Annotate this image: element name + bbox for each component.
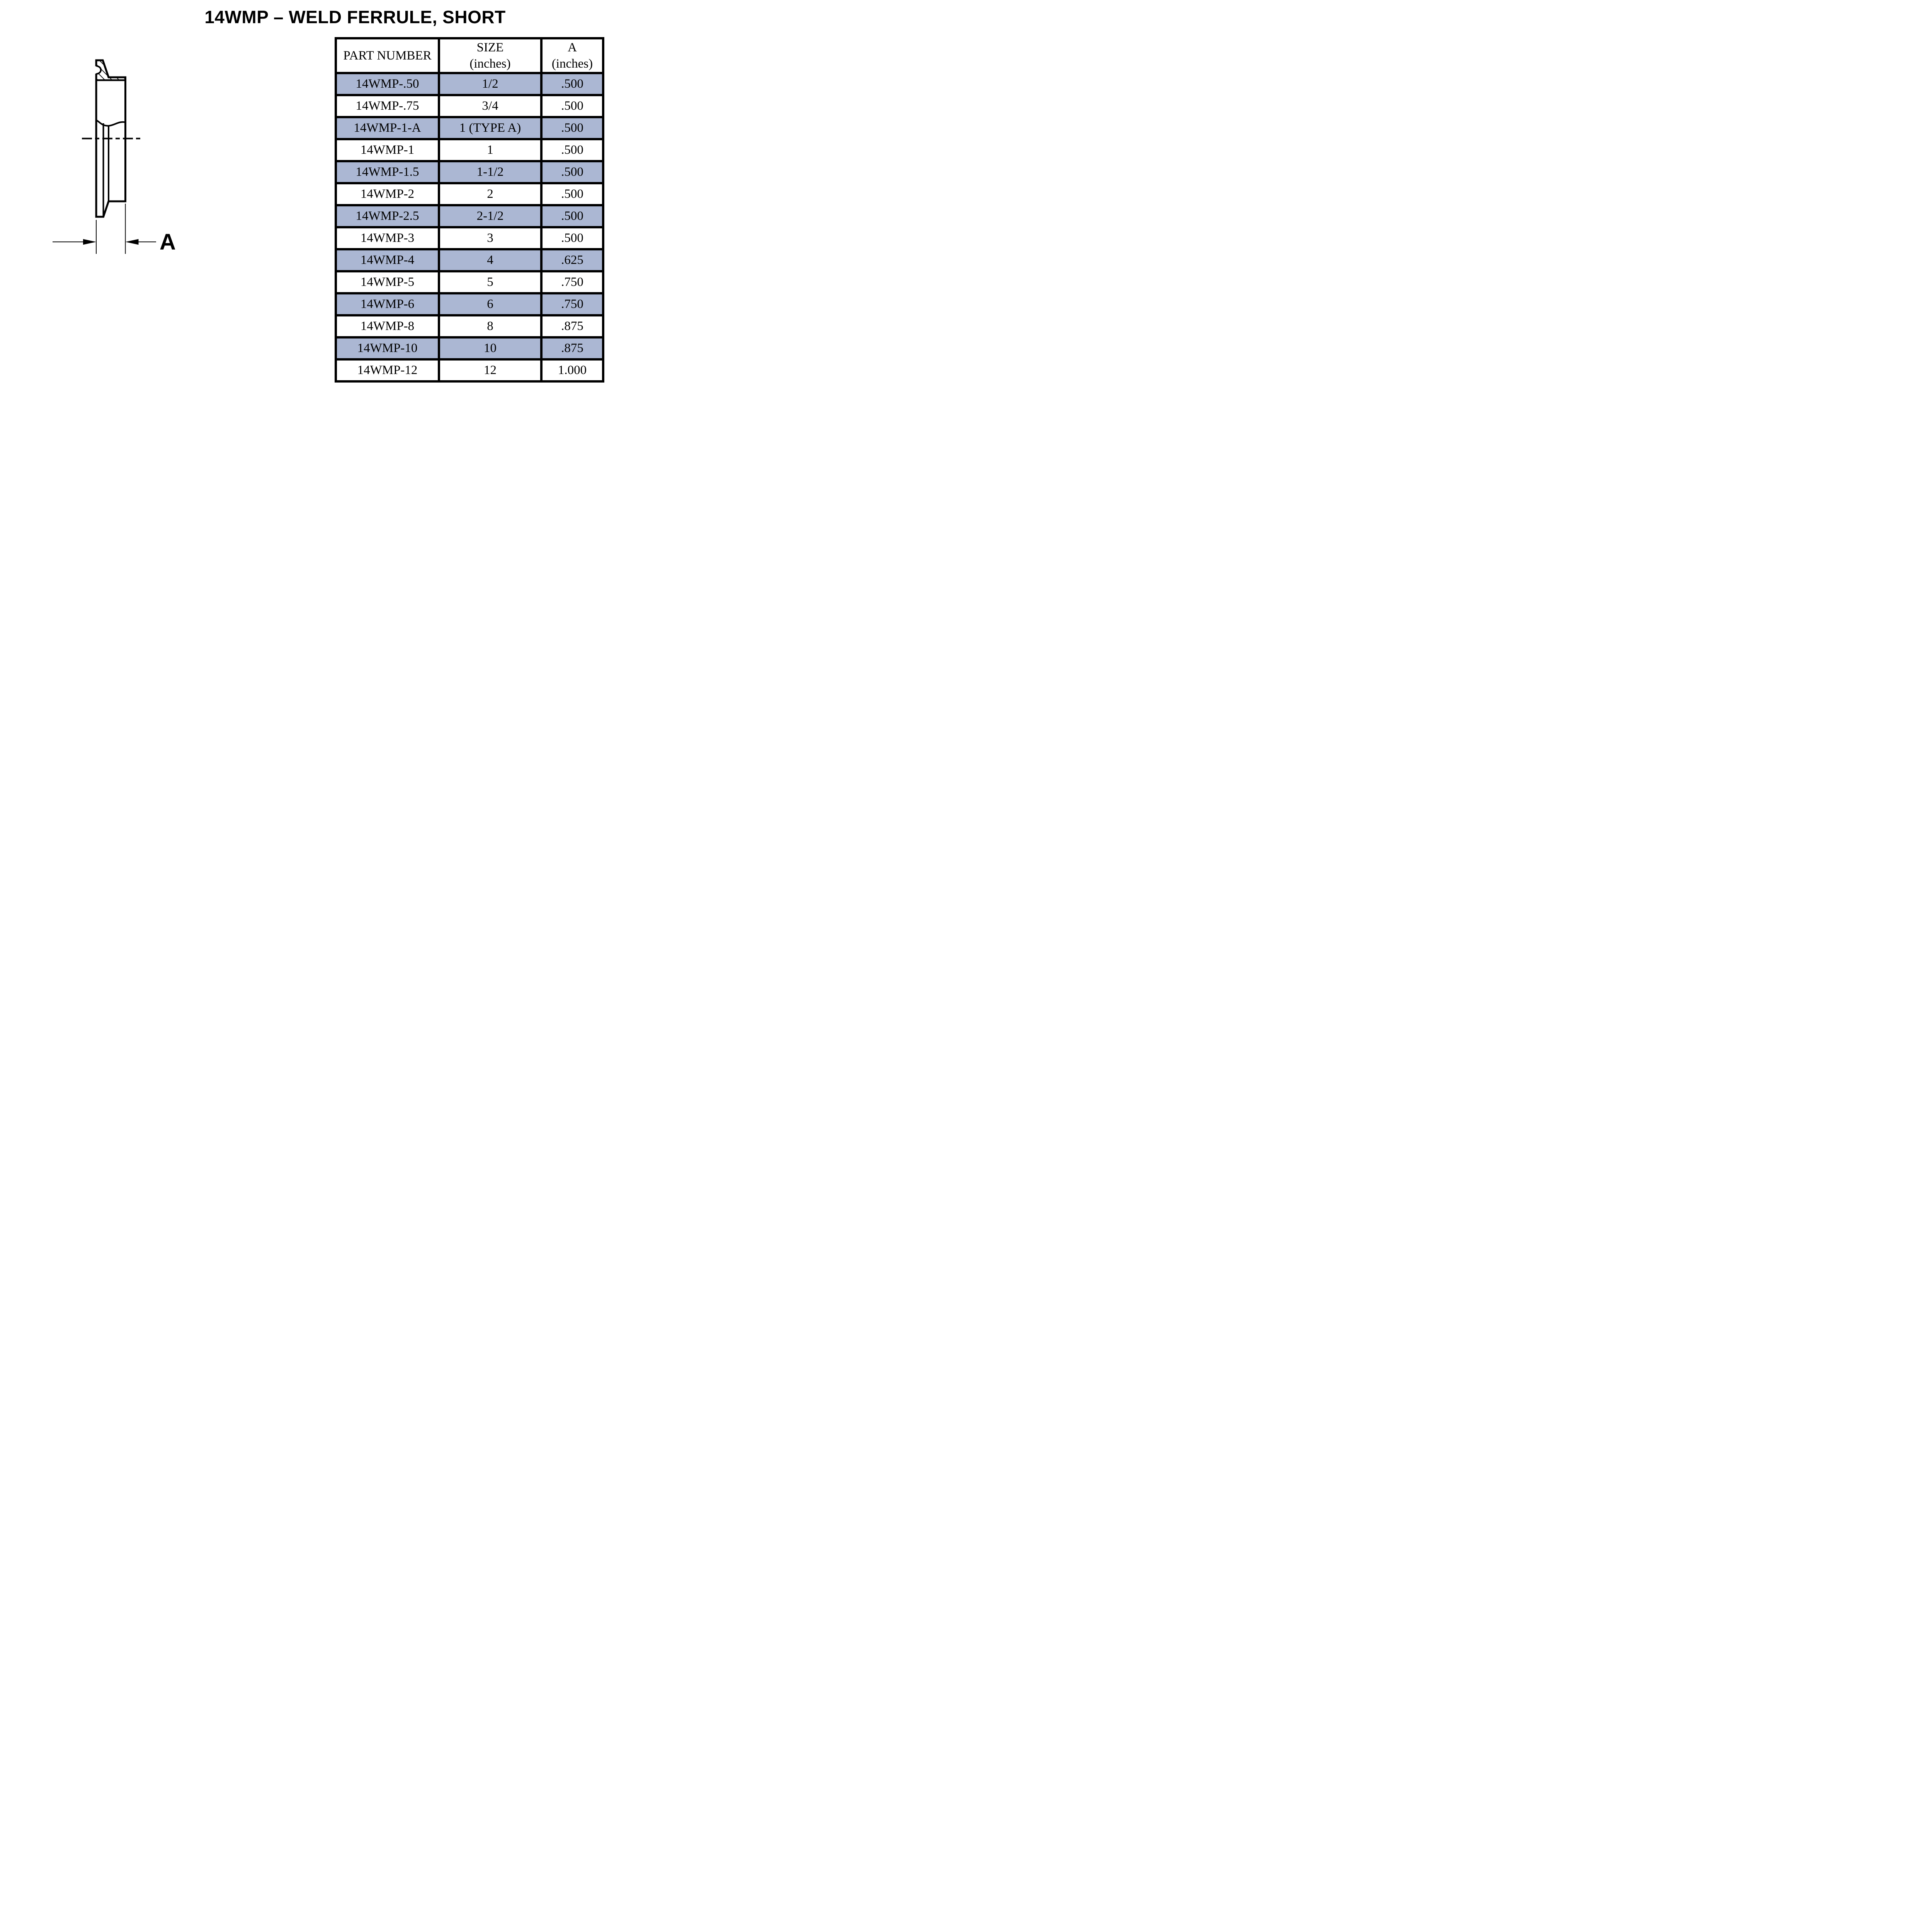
table-row: 14WMP-.50 1/2 .500 [335,72,604,96]
size-cell: 1 [438,138,543,162]
a-value-cell: .500 [540,94,604,118]
part-number-cell: 14WMP-8 [335,314,440,338]
part-number-cell: 14WMP-12 [335,358,440,383]
size-cell: 10 [438,336,543,361]
header-row: PART NUMBER SIZE (inches) A (inches) [335,37,604,74]
size-cell: 1 (TYPE A) [438,116,543,140]
table-row: 14WMP-6 6 .750 [335,292,604,316]
col-header-title: PART NUMBER [343,49,432,63]
size-cell: 2-1/2 [438,204,543,228]
page-title: 14WMP – WELD FERRULE, SHORT [204,7,506,27]
part-number-cell: 14WMP-2.5 [335,204,440,228]
groove-gap [95,66,98,74]
size-cell: 4 [438,248,543,272]
a-value-cell: .500 [540,116,604,140]
gasket-groove-icon [96,65,102,75]
part-number-cell: 14WMP-3 [335,226,440,250]
a-value-cell: .875 [540,314,604,338]
part-number-cell: 14WMP-10 [335,336,440,361]
part-number-cell: 14WMP-1 [335,138,440,162]
table-row: 14WMP-1-A 1 (TYPE A) .500 [335,116,604,140]
spec-table-body: 14WMP-.50 1/2 .500 14WMP-.75 3/4 .500 14… [335,72,604,383]
ferrule-outline [95,59,126,218]
dim-label: A [160,230,176,255]
a-value-cell: .500 [540,160,604,184]
a-value-cell: .625 [540,248,604,272]
part-number-cell: 14WMP-2 [335,182,440,206]
col-header-sub: (inches) [469,57,511,71]
col-header-a: A (inches) [540,37,604,74]
col-header-title: A [568,41,577,54]
size-cell: 1/2 [438,72,543,96]
col-header-title: SIZE [476,41,504,54]
ferrule-drawing: A [53,59,176,255]
table-row: 14WMP-1.5 1-1/2 .500 [335,160,604,184]
table-row: 14WMP-.75 3/4 .500 [335,94,604,118]
a-value-cell: .500 [540,204,604,228]
a-value-cell: .500 [540,72,604,96]
table-row: 14WMP-1 1 .500 [335,138,604,162]
a-value-cell: .500 [540,226,604,250]
part-number-cell: 14WMP-.50 [335,72,440,96]
size-cell: 6 [438,292,543,316]
a-value-cell: 1.000 [540,358,604,383]
spec-table: PART NUMBER SIZE (inches) A (inches) 14W… [335,37,604,383]
a-value-cell: .500 [540,182,604,206]
part-number-cell: 14WMP-1.5 [335,160,440,184]
a-value-cell: .500 [540,138,604,162]
size-cell: 1-1/2 [438,160,543,184]
break-line [96,119,126,127]
table-row: 14WMP-2 2 .500 [335,182,604,206]
col-header-sub: (inches) [551,57,593,71]
size-cell: 3/4 [438,94,543,118]
size-cell: 3 [438,226,543,250]
part-number-cell: 14WMP-5 [335,270,440,294]
table-row: 14WMP-5 5 .750 [335,270,604,294]
table-row: 14WMP-10 10 .875 [335,336,604,361]
arrowhead-left-icon [83,239,96,245]
table-row: 14WMP-12 12 1.000 [335,358,604,383]
col-header-part-number: PART NUMBER [335,37,440,74]
a-value-cell: .750 [540,270,604,294]
size-cell: 12 [438,358,543,383]
catalog-page: { "header": { "title": "14WMP – WELD FER… [0,0,606,390]
a-value-cell: .875 [540,336,604,361]
part-number-cell: 14WMP-6 [335,292,440,316]
arrowhead-right-icon [125,239,139,245]
a-value-cell: .750 [540,292,604,316]
table-row: 14WMP-2.5 2-1/2 .500 [335,204,604,228]
table-row: 14WMP-3 3 .500 [335,226,604,250]
part-number-cell: 14WMP-.75 [335,94,440,118]
size-cell: 8 [438,314,543,338]
size-cell: 2 [438,182,543,206]
table-row: 14WMP-8 8 .875 [335,314,604,338]
part-number-cell: 14WMP-1-A [335,116,440,140]
part-number-cell: 14WMP-4 [335,248,440,272]
col-header-size: SIZE (inches) [438,37,543,74]
size-cell: 5 [438,270,543,294]
table-row: 14WMP-4 4 .625 [335,248,604,272]
